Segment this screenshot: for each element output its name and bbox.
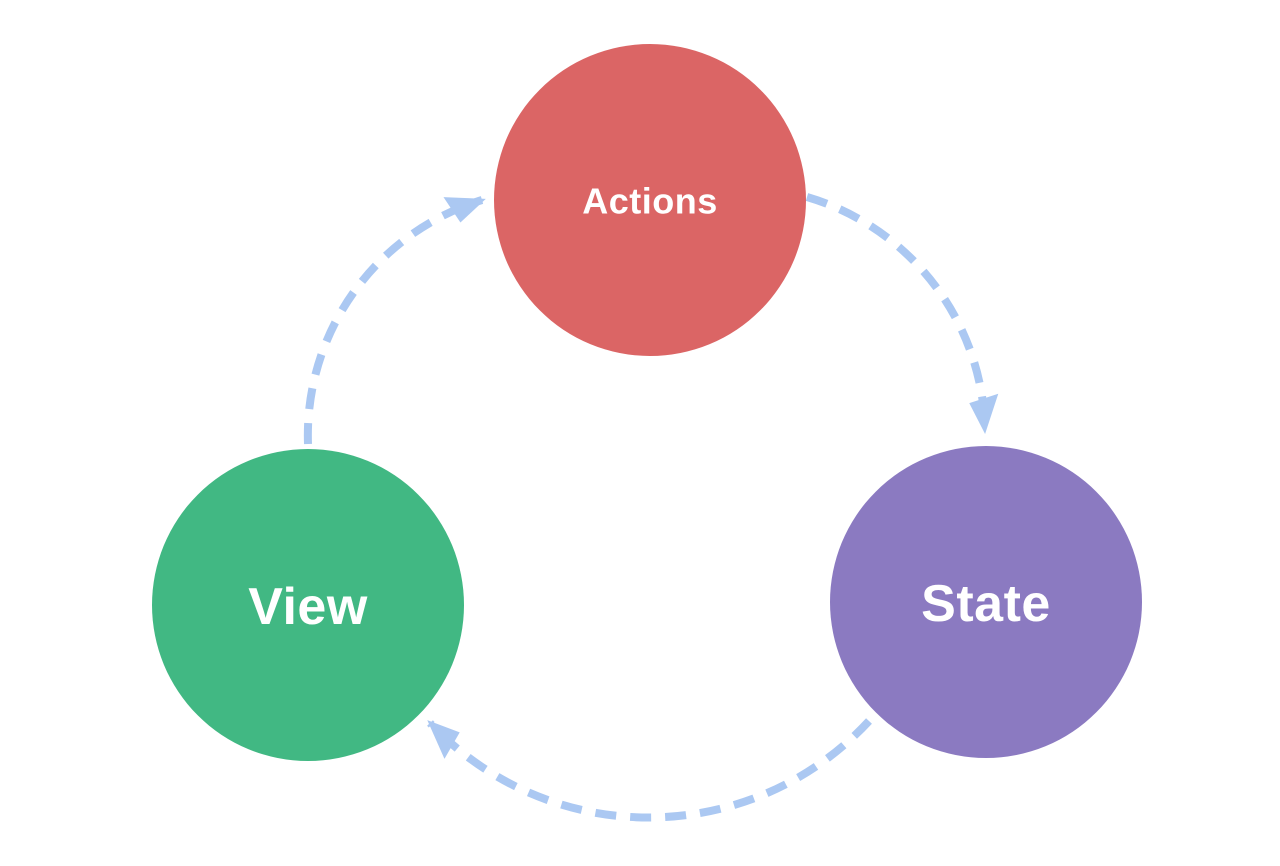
node-state-circle: [830, 446, 1142, 758]
edge-view-to-actions: [303, 196, 486, 445]
node-state-label: State: [921, 575, 1051, 633]
node-view-label: View: [248, 578, 368, 636]
edge-state-to-view: [427, 718, 872, 822]
node-state: State: [830, 446, 1142, 758]
node-actions-circle: [494, 44, 806, 356]
node-actions: Actions: [494, 44, 806, 356]
edge-actions-to-state: [805, 193, 999, 434]
node-actions-label: Actions: [582, 181, 718, 222]
node-view-circle: [152, 449, 464, 761]
node-view: View: [152, 449, 464, 761]
